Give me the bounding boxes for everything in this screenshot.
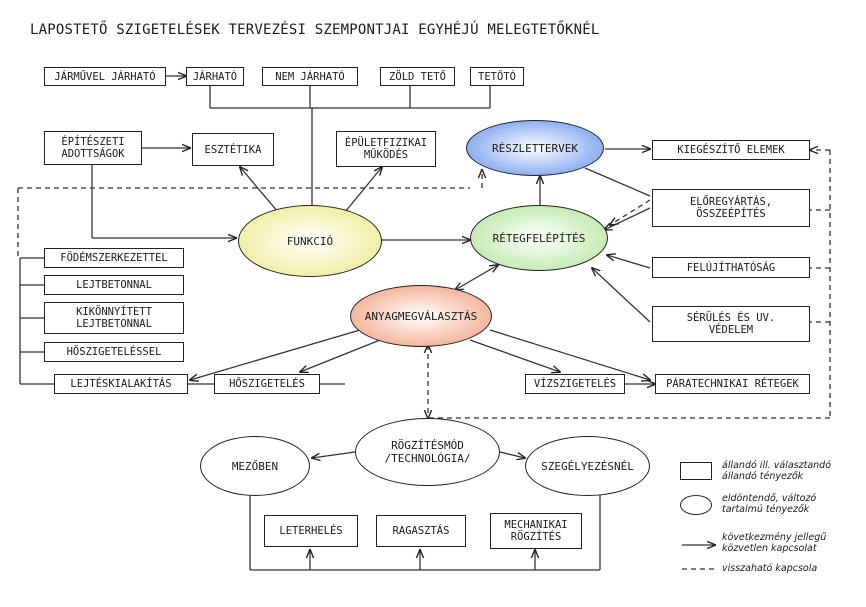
- legend-solid-text: következmény jellegű közvetlen kapcsolat: [722, 532, 827, 554]
- box-kikonnyitett-lejtbetonnal: KIKÖNNYÍTETT LEJTBETONNAL: [44, 302, 184, 334]
- box-eloregyartas: ELŐREGYÁRTÁS, ÖSSZEÉPÍTÉS: [652, 189, 810, 227]
- box-epiteszeti-adottsagok: ÉPÍTÉSZETI ADOTTSÁGOK: [44, 131, 142, 165]
- oval-reszlettervek: RÉSZLETTERVEK: [466, 120, 604, 176]
- legend-dashed-text: visszaható kapcsola: [722, 563, 818, 574]
- oval-mezoben: MEZŐBEN: [200, 436, 310, 496]
- oval-rogzitesmod: RÖGZÍTÉSMÓD /TECHNOLÓGIA/: [355, 418, 500, 486]
- top-box-zold-teto: ZÖLD TETŐ: [380, 67, 455, 86]
- oval-retegfelepites: RÉTEGFELÉPÍTÉS: [470, 205, 608, 271]
- top-box-nem-jarhato: NEM JÁRHATÓ: [262, 67, 358, 86]
- box-esztetika: ESZTÉTIKA: [192, 133, 274, 166]
- box-serules-uv-vedelem: SÉRÜLÉS ÉS UV. VÉDELEM: [652, 306, 810, 342]
- box-epuletfizikai-mukodes: ÉPÜLETFIZIKAI MŰKÖDÉS: [336, 131, 436, 167]
- box-felujithatosag: FELÚJÍTHATÓSÁG: [652, 257, 810, 278]
- box-mechanikai-rogzites: MECHANIKAI RÖGZÍTÉS: [490, 513, 582, 549]
- top-box-jarmuvel-jarhato: JÁRMŰVEL JÁRHATÓ: [44, 67, 166, 86]
- box-hoszigetelessel: HŐSZIGETELÉSSEL: [44, 342, 184, 362]
- page-title: LAPOSTETŐ SZIGETELÉSEK TERVEZÉSI SZEMPON…: [30, 22, 600, 38]
- box-hoszigeteles: HŐSZIGETELÉS: [214, 374, 320, 394]
- box-lejtbetonnal: LEJTBETONNAL: [44, 275, 184, 295]
- oval-anyagmegvalasztas: ANYAGMEGVÁLASZTÁS: [350, 285, 492, 347]
- box-lejteskialakitas: LEJTÉSKIALAKÍTÁS: [54, 374, 188, 394]
- box-vizszigeteles: VÍZSZIGETELÉS: [525, 374, 625, 394]
- box-fodemszerkezettel: FÖDÉMSZERKEZETTEL: [44, 248, 184, 268]
- box-ragasztas: RAGASZTÁS: [376, 515, 466, 547]
- legend-box-symbol: [680, 462, 712, 480]
- box-kiegeszito-elemek: KIEGÉSZÍTŐ ELEMEK: [652, 140, 810, 160]
- box-leterheles: LETERHELÉS: [264, 515, 358, 547]
- legend-box-text: állandó ill. választandó állandó tényező…: [722, 460, 832, 482]
- top-box-jarhato: JÁRHATÓ: [186, 67, 244, 86]
- box-paratechnikai-retegek: PÁRATECHNIKAI RÉTEGEK: [655, 374, 810, 394]
- oval-funkcio: FUNKCIÓ: [238, 205, 382, 277]
- legend-oval-symbol: [680, 495, 712, 515]
- top-box-tetoto: TETŐTÓ: [470, 67, 524, 86]
- legend-oval-text: eldöntendő, változó tartalmú tényezők: [722, 493, 817, 515]
- oval-szegelyezesnel: SZEGÉLYEZÉSNÉL: [525, 436, 650, 496]
